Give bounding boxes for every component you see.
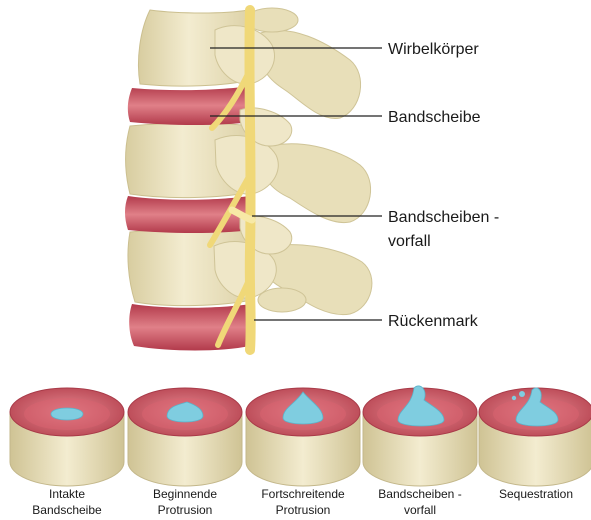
vertebral-column — [125, 8, 372, 351]
disc-stage: Sequestration — [479, 388, 591, 501]
label-spinal-cord: Rückenmark — [388, 313, 479, 330]
stage-caption-line1: Beginnende — [153, 487, 217, 501]
stage-caption-line1: Fortschreitende — [261, 487, 345, 501]
stage-caption-line1: Bandscheiben - — [378, 487, 461, 501]
stage-caption-line1: Intakte — [49, 487, 85, 501]
disc-2 — [125, 196, 250, 233]
label-prolapse-line2: vorfall — [388, 233, 431, 250]
label-vertebral-body: Wirbelkörper — [388, 41, 479, 58]
stage-caption-line2: Protrusion — [276, 503, 331, 517]
stage-caption-line2: Bandscheibe — [32, 503, 102, 517]
disc-stage: Bandscheiben - vorfall — [363, 386, 477, 517]
nucleus-pulposus — [51, 408, 83, 420]
stage-caption-line2: Protrusion — [158, 503, 213, 517]
label-prolapse-line1: Bandscheiben - — [388, 209, 499, 226]
disc-stages: IntakteBandscheibeBeginnendeProtrusionFo… — [10, 386, 591, 517]
label-disc: Bandscheibe — [388, 109, 481, 126]
stage-caption-line1: Sequestration — [499, 487, 573, 501]
sequestered-fragment — [512, 396, 516, 400]
stage-caption-line2: vorfall — [404, 503, 436, 517]
sequestered-fragment — [519, 391, 525, 397]
